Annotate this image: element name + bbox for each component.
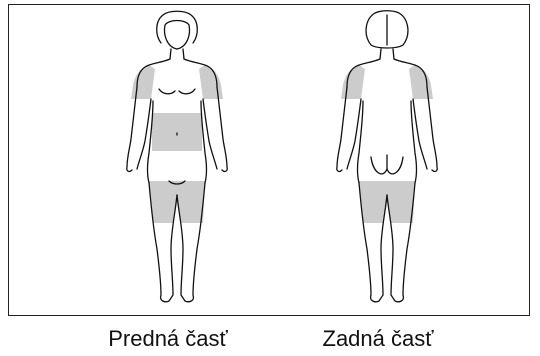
back-shoulder-left-zone (341, 65, 365, 99)
front-view-caption: Predná časť (68, 326, 268, 352)
front-body-figure (97, 5, 257, 317)
front-waist-zone (152, 113, 202, 151)
front-thigh-zone (149, 181, 205, 223)
illustration-frame (8, 4, 530, 316)
front-shoulder-left-zone (131, 65, 155, 99)
front-shoulder-right-zone (199, 65, 223, 99)
back-shoulder-right-zone (409, 65, 433, 99)
back-body-figure (307, 5, 467, 317)
back-thigh-zone (359, 181, 415, 223)
back-view-caption: Zadná časť (278, 326, 478, 352)
